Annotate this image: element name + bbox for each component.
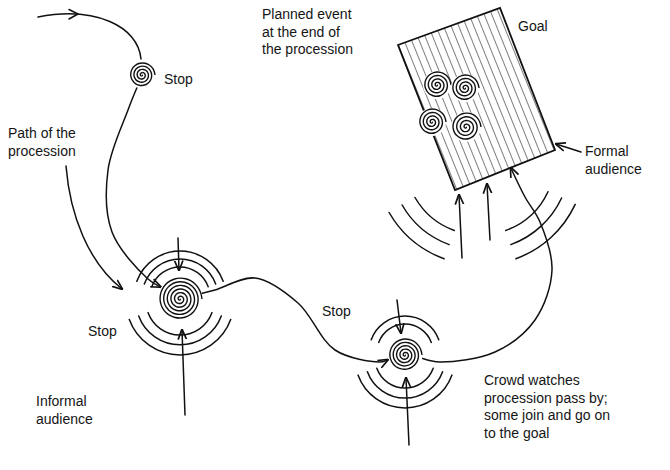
spiral-line: [160, 278, 202, 318]
goal-outline: [398, 8, 555, 190]
crowd-spiral: [451, 74, 479, 102]
stop-label: Stop: [164, 71, 204, 89]
stop-spiral-drawing: [387, 337, 423, 373]
audience-arrow: [178, 238, 179, 270]
path-arrowhead: [69, 10, 78, 20]
annotation: Planned event at the end of the processi…: [262, 6, 358, 59]
procession-path: [202, 278, 387, 362]
annotation-holder: Path of the procession: [8, 125, 103, 160]
audience-arc: [139, 316, 222, 345]
node-text-holder: Stop: [88, 323, 128, 341]
audience-arc: [137, 251, 223, 281]
annotation-holder: Crowd watches procession pass by; some j…: [484, 372, 614, 442]
stop-spiral-drawing: [128, 61, 156, 89]
stop-spiral: Stop: [387, 337, 423, 373]
leader-arrow: [66, 166, 122, 289]
crowd-spiral: [423, 71, 451, 99]
audience-arc: [516, 204, 575, 258]
audience-arc: [129, 320, 230, 355]
annotation-holder: Informal audience: [36, 393, 106, 428]
audience-arrow: [556, 144, 581, 152]
audience-arc: [377, 368, 433, 388]
node-text-holder: Stop: [322, 303, 362, 321]
audience-arc: [358, 375, 452, 408]
spiral-line: [131, 63, 155, 86]
annotation: Informal audience: [36, 393, 106, 428]
audience-arc: [389, 213, 444, 259]
annotation: Formal audience: [585, 143, 655, 178]
annotation: Path of the procession: [8, 125, 103, 160]
audience-arrow: [487, 184, 490, 240]
stop-label: Stop: [322, 303, 362, 321]
node-text-holder: Stop: [164, 71, 204, 89]
stop-label: Stop: [88, 323, 128, 341]
annotation-holder: Planned event at the end of the processi…: [262, 6, 358, 59]
stop-spiral: Stop: [157, 276, 203, 322]
annotation: Crowd watches procession pass by; some j…: [484, 372, 614, 442]
stop-spiral-drawing: [157, 276, 203, 322]
audience-arc: [144, 259, 215, 284]
procession-path: [106, 88, 160, 287]
goal-area: Goal: [398, 8, 555, 190]
audience-arc: [148, 313, 212, 336]
crowd-spiral: [451, 112, 481, 142]
audience-arc: [415, 198, 454, 231]
audience-arrow: [182, 330, 185, 415]
entry-path: [38, 14, 141, 59]
audience-arc: [367, 372, 442, 398]
spiral-line: [390, 339, 422, 369]
audience-arrow: [406, 378, 409, 445]
procession-path: [423, 168, 552, 362]
annotation-holder: Formal audience: [585, 143, 655, 178]
node-text-holder: Goal: [518, 18, 558, 36]
audience-arrow: [459, 195, 462, 258]
audience-arc: [371, 316, 439, 340]
goal-rectangle: [398, 8, 555, 190]
stop-label: Goal: [518, 18, 558, 36]
audience-arc: [152, 267, 208, 287]
crowd-spiral: [418, 108, 446, 136]
audience-arrow: [397, 300, 401, 333]
stop-spiral: Stop: [128, 61, 156, 89]
audience-arc: [511, 198, 562, 245]
